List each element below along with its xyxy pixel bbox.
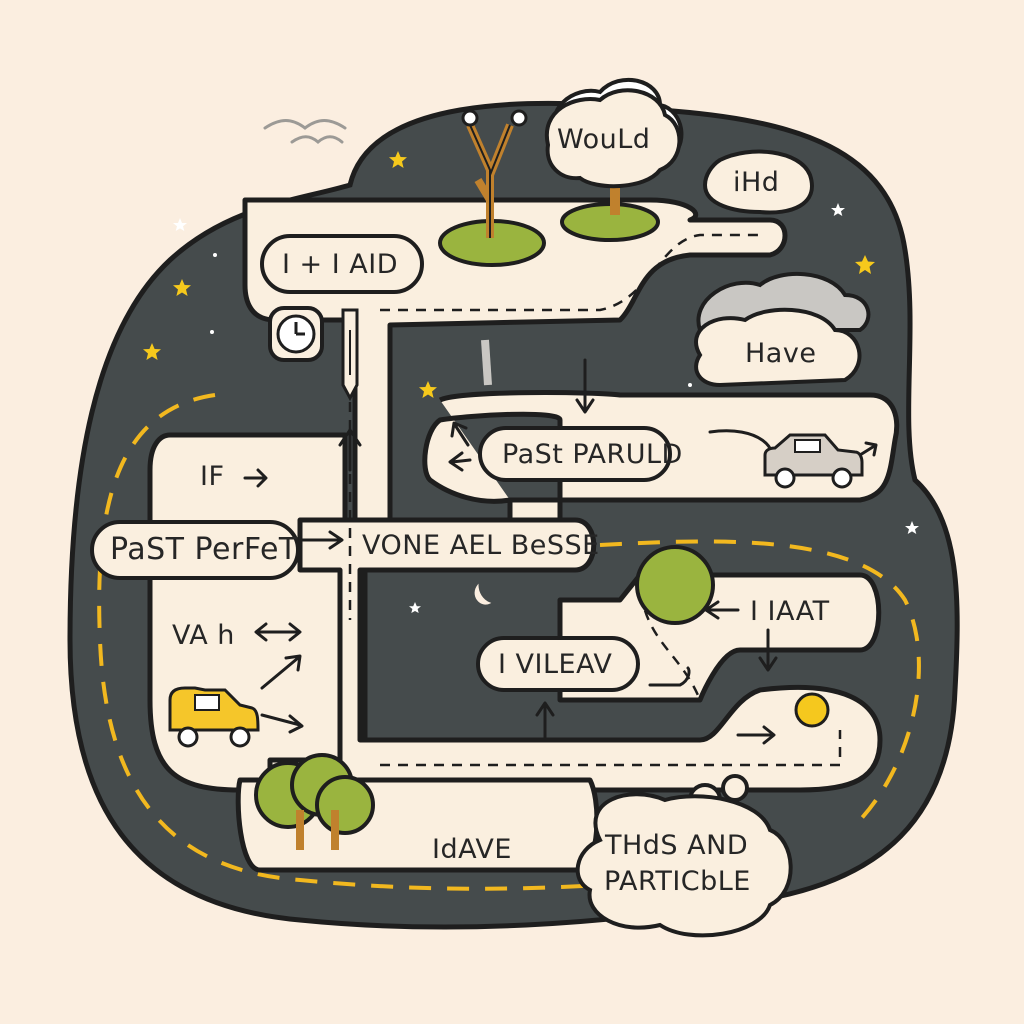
label-if: IF	[200, 463, 225, 490]
pencil-icon	[343, 310, 357, 398]
label-idave: IdAVE	[432, 836, 512, 863]
label-past-paruld: PaSt PARULD	[502, 441, 683, 468]
road-stripe	[485, 340, 488, 385]
label-ihd: iHd	[733, 169, 779, 196]
label-thds-and: THdS AND	[605, 832, 748, 859]
label-i-vileav: I VILEAV	[498, 651, 612, 678]
clock-icon	[270, 308, 322, 360]
label-i-iaat: I IAAT	[750, 598, 830, 625]
label-would: WouLd	[557, 126, 650, 153]
sun-icon	[796, 694, 828, 726]
green-tree-icon	[637, 547, 713, 623]
label-vah: VA h	[172, 622, 235, 649]
birds-icon	[265, 121, 345, 143]
label-past-perfet: PaST PerFeT	[110, 535, 298, 565]
label-vone-ael-besse: VONE AEL BeSSE	[362, 532, 600, 559]
label-have: Have	[745, 340, 816, 367]
label-i-aid: I + I AID	[282, 251, 398, 278]
label-particble: PARTICbLE	[604, 868, 751, 895]
star-icon	[173, 218, 187, 231]
